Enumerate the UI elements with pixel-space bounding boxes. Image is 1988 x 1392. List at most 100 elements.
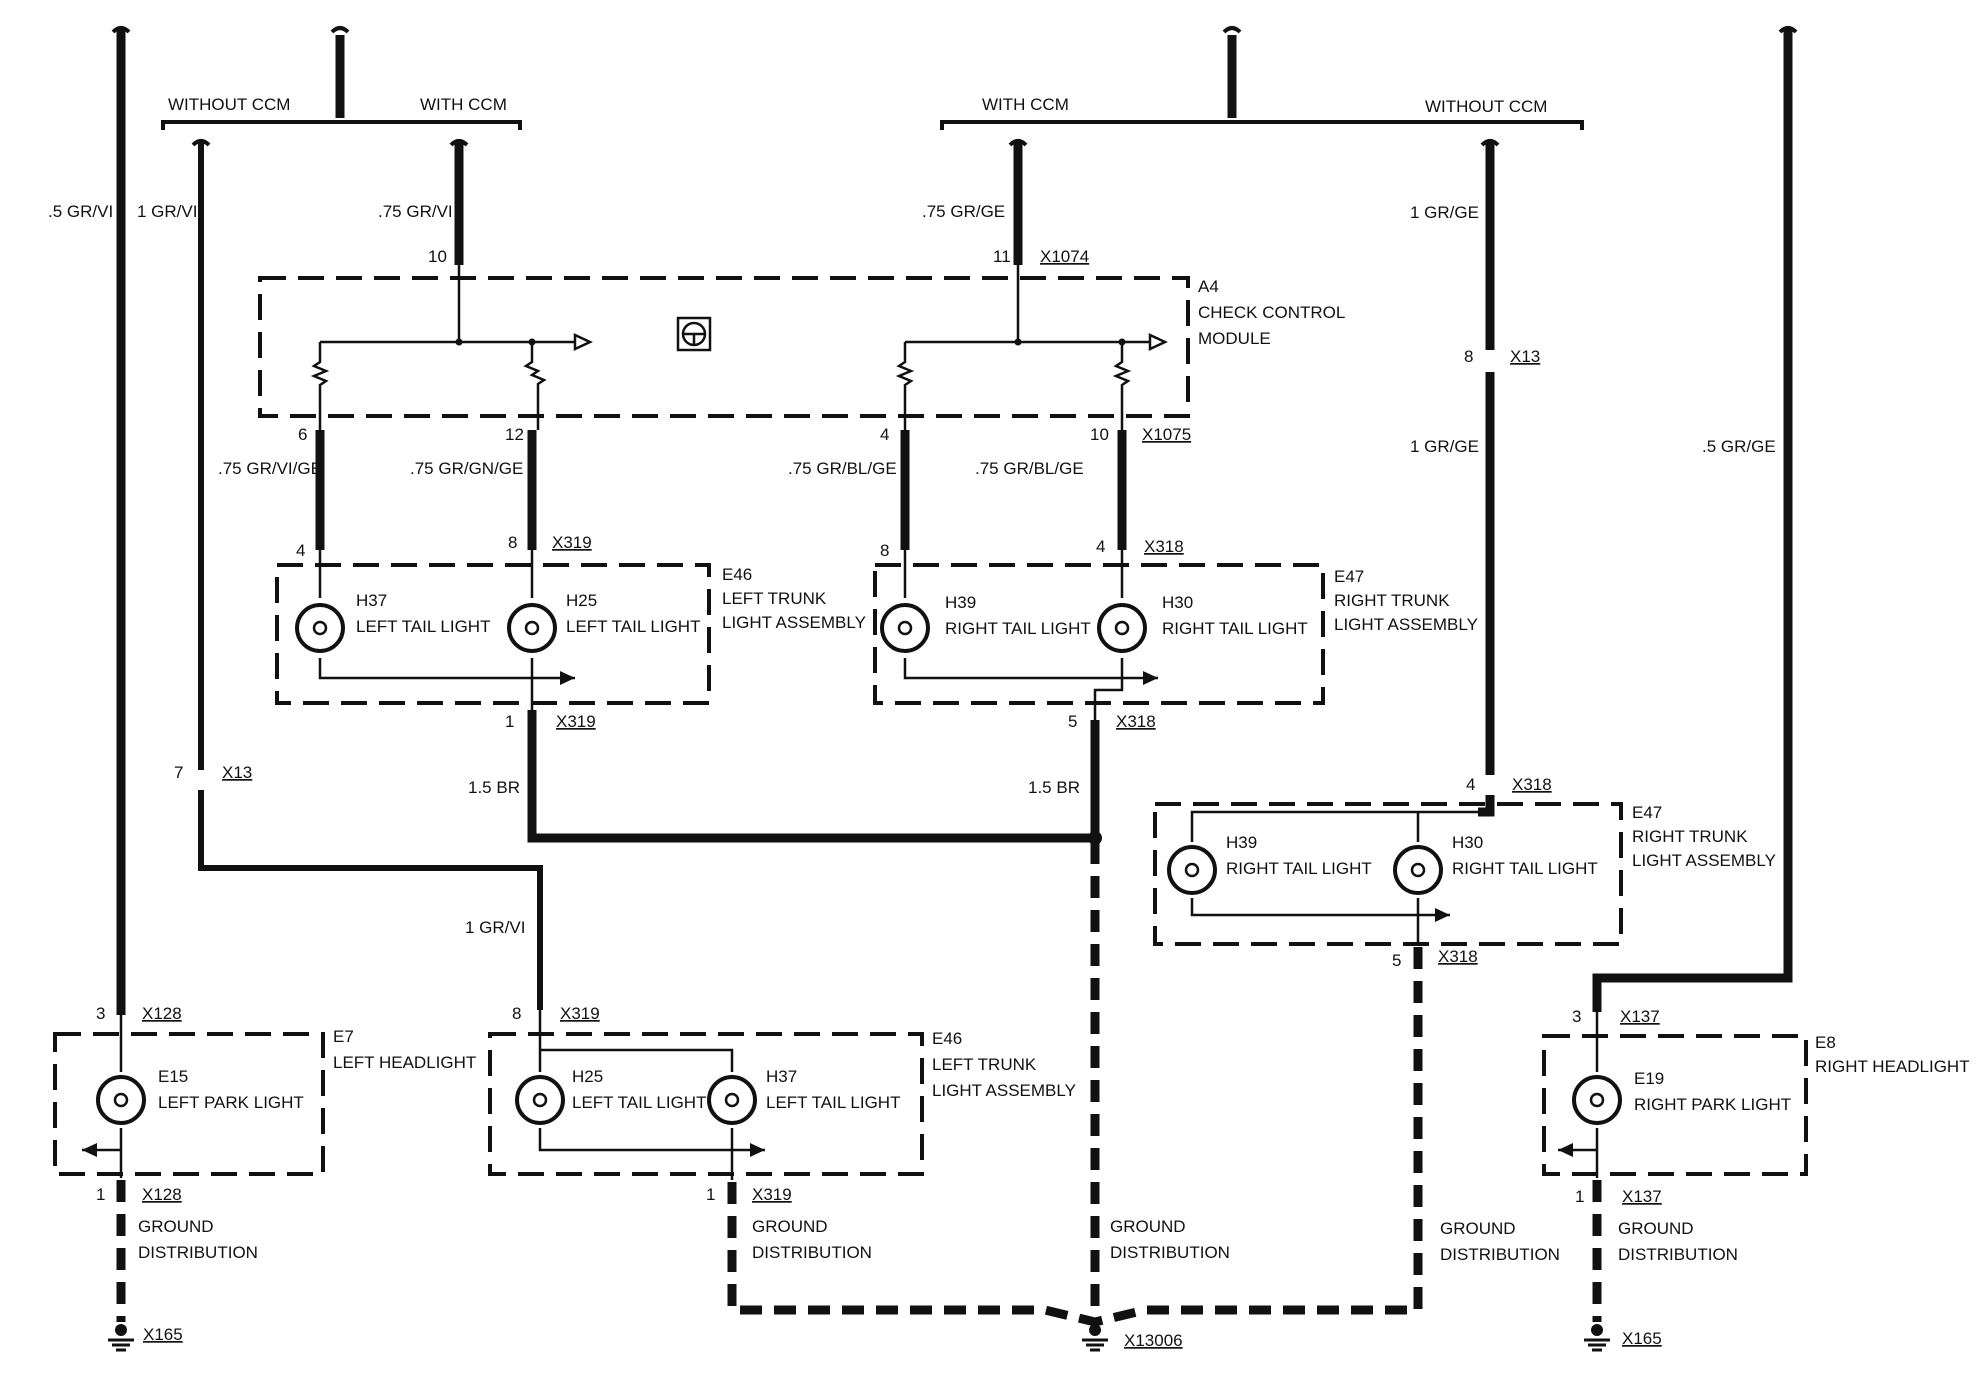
lamp-id: H25 (572, 1067, 603, 1086)
pin-label: 10 (1090, 425, 1109, 444)
check-control-module (258, 276, 1190, 418)
bulb-icon (1393, 845, 1443, 895)
connector-label: X318 (1144, 537, 1184, 556)
lamp-name: LEFT TAIL LIGHT (766, 1093, 900, 1112)
ground-label: DISTRIBUTION (1618, 1245, 1738, 1264)
lamp-circuit (903, 550, 1158, 720)
wire-label: 1 GR/VI (465, 918, 525, 937)
pin-label: 6 (298, 425, 307, 444)
module-id: A4 (1198, 277, 1219, 296)
assembly-id: E47 (1334, 567, 1364, 586)
wire-right-with-ccm (1008, 139, 1028, 265)
bulb-icon (295, 603, 345, 653)
top-right-variant-bracket (940, 26, 1584, 130)
pin-label: 3 (1572, 1007, 1581, 1026)
lamp-id: H37 (766, 1067, 797, 1086)
pin-label: 4 (296, 541, 305, 560)
ground-label: DISTRIBUTION (1110, 1243, 1230, 1262)
pin-label: 5 (1392, 951, 1401, 970)
lamp-name: RIGHT PARK LIGHT (1634, 1095, 1791, 1114)
pin-label: 4 (880, 425, 889, 444)
variant-label-right-without: WITHOUT CCM (1425, 97, 1547, 116)
wire-label: 1 GR/VI (137, 202, 197, 221)
variant-label-right-with: WITH CCM (982, 95, 1069, 114)
left-trunk-light-assembly-bottom (488, 1032, 924, 1176)
ground-label: GROUND (1110, 1217, 1186, 1236)
pin-label: 8 (512, 1004, 521, 1023)
module-name: MODULE (1198, 329, 1271, 348)
ground-label: GROUND (1440, 1219, 1516, 1238)
pin-label: 7 (174, 763, 183, 782)
bulb-icon (1097, 603, 1147, 653)
bulb-icon (707, 1075, 757, 1125)
assembly-id: E7 (333, 1027, 354, 1046)
wire-label: 1 GR/GE (1410, 437, 1479, 456)
pin-label: 10 (428, 247, 447, 266)
bulb-icon (1167, 845, 1217, 895)
connector-label: X165 (1622, 1329, 1662, 1348)
top-left-variant-bracket (161, 26, 522, 130)
pin-label: 1 (1575, 1187, 1584, 1206)
lamp-id: H30 (1452, 833, 1483, 852)
pin-label: 1 (706, 1185, 715, 1204)
wire-right-without-ccm (1478, 139, 1500, 817)
lamp-name: RIGHT TAIL LIGHT (1452, 859, 1598, 878)
wire-label: .75 GR/VI (378, 202, 453, 221)
wire-far-left (111, 26, 131, 1015)
assembly-name: LIGHT ASSEMBLY (1334, 615, 1478, 634)
left-trunk-light-assembly-top (275, 563, 711, 705)
bulb-icon (880, 603, 930, 653)
connector-label: X318 (1512, 775, 1552, 794)
assembly-name: LEFT HEADLIGHT (333, 1053, 476, 1072)
wire-label: .75 GR/BL/GE (788, 459, 897, 478)
assembly-name: LIGHT ASSEMBLY (932, 1081, 1076, 1100)
lamp-id: E15 (158, 1067, 188, 1086)
pin-label: 3 (96, 1004, 105, 1023)
module-name: CHECK CONTROL (1198, 303, 1345, 322)
right-headlight (1542, 1034, 1808, 1176)
connector-label: X165 (143, 1325, 183, 1344)
wire-left-without-ccm (191, 139, 543, 1010)
assembly-name: RIGHT HEADLIGHT (1815, 1057, 1970, 1076)
lamp-name: LEFT TAIL LIGHT (572, 1093, 706, 1112)
connector-label: X128 (142, 1004, 182, 1023)
wire-label: .75 GR/GE (922, 202, 1005, 221)
connector-label: X319 (752, 1185, 792, 1204)
connector-label: X319 (552, 533, 592, 552)
wire-label: .75 GR/VI/GE (218, 459, 322, 478)
right-trunk-light-assembly-mid (1153, 802, 1623, 946)
connector-label: X128 (142, 1185, 182, 1204)
lamp-id: H39 (945, 593, 976, 612)
lamp-circuit (318, 550, 575, 710)
ground-icon (108, 1324, 134, 1352)
pin-label: 11 (993, 247, 1011, 266)
connector-label: X1075 (1142, 425, 1191, 444)
wire-label: .5 GR/GE (1702, 437, 1776, 456)
connector-label: X319 (560, 1004, 600, 1023)
pin-label: 8 (1464, 347, 1473, 366)
ground-label: GROUND (1618, 1219, 1694, 1238)
ground-label: DISTRIBUTION (1440, 1245, 1560, 1264)
variant-label-left-without: WITHOUT CCM (168, 95, 290, 114)
lamp-name: RIGHT TAIL LIGHT (945, 619, 1091, 638)
lamp-name: LEFT TAIL LIGHT (566, 617, 700, 636)
ground-icon (1584, 1324, 1610, 1352)
ground-icon (1082, 1324, 1108, 1352)
assembly-id: E8 (1815, 1033, 1836, 1052)
assembly-name: LEFT TRUNK (932, 1055, 1037, 1074)
left-headlight (53, 1032, 325, 1176)
assembly-name: LIGHT ASSEMBLY (722, 613, 866, 632)
connector-label: X1074 (1040, 247, 1089, 266)
connector-label: X13 (222, 763, 252, 782)
pin-label: 1 (96, 1185, 105, 1204)
lamp-id: E19 (1634, 1069, 1664, 1088)
pin-label: 5 (1068, 712, 1077, 731)
connector-label: X137 (1622, 1187, 1662, 1206)
connector-label: X319 (556, 712, 596, 731)
assembly-id: E46 (722, 565, 752, 584)
lamp-id: H25 (566, 591, 597, 610)
wire-label: 1.5 BR (1028, 778, 1080, 797)
wire-module-outputs (315, 430, 1127, 550)
ground-distribution-wires (116, 842, 1602, 1327)
